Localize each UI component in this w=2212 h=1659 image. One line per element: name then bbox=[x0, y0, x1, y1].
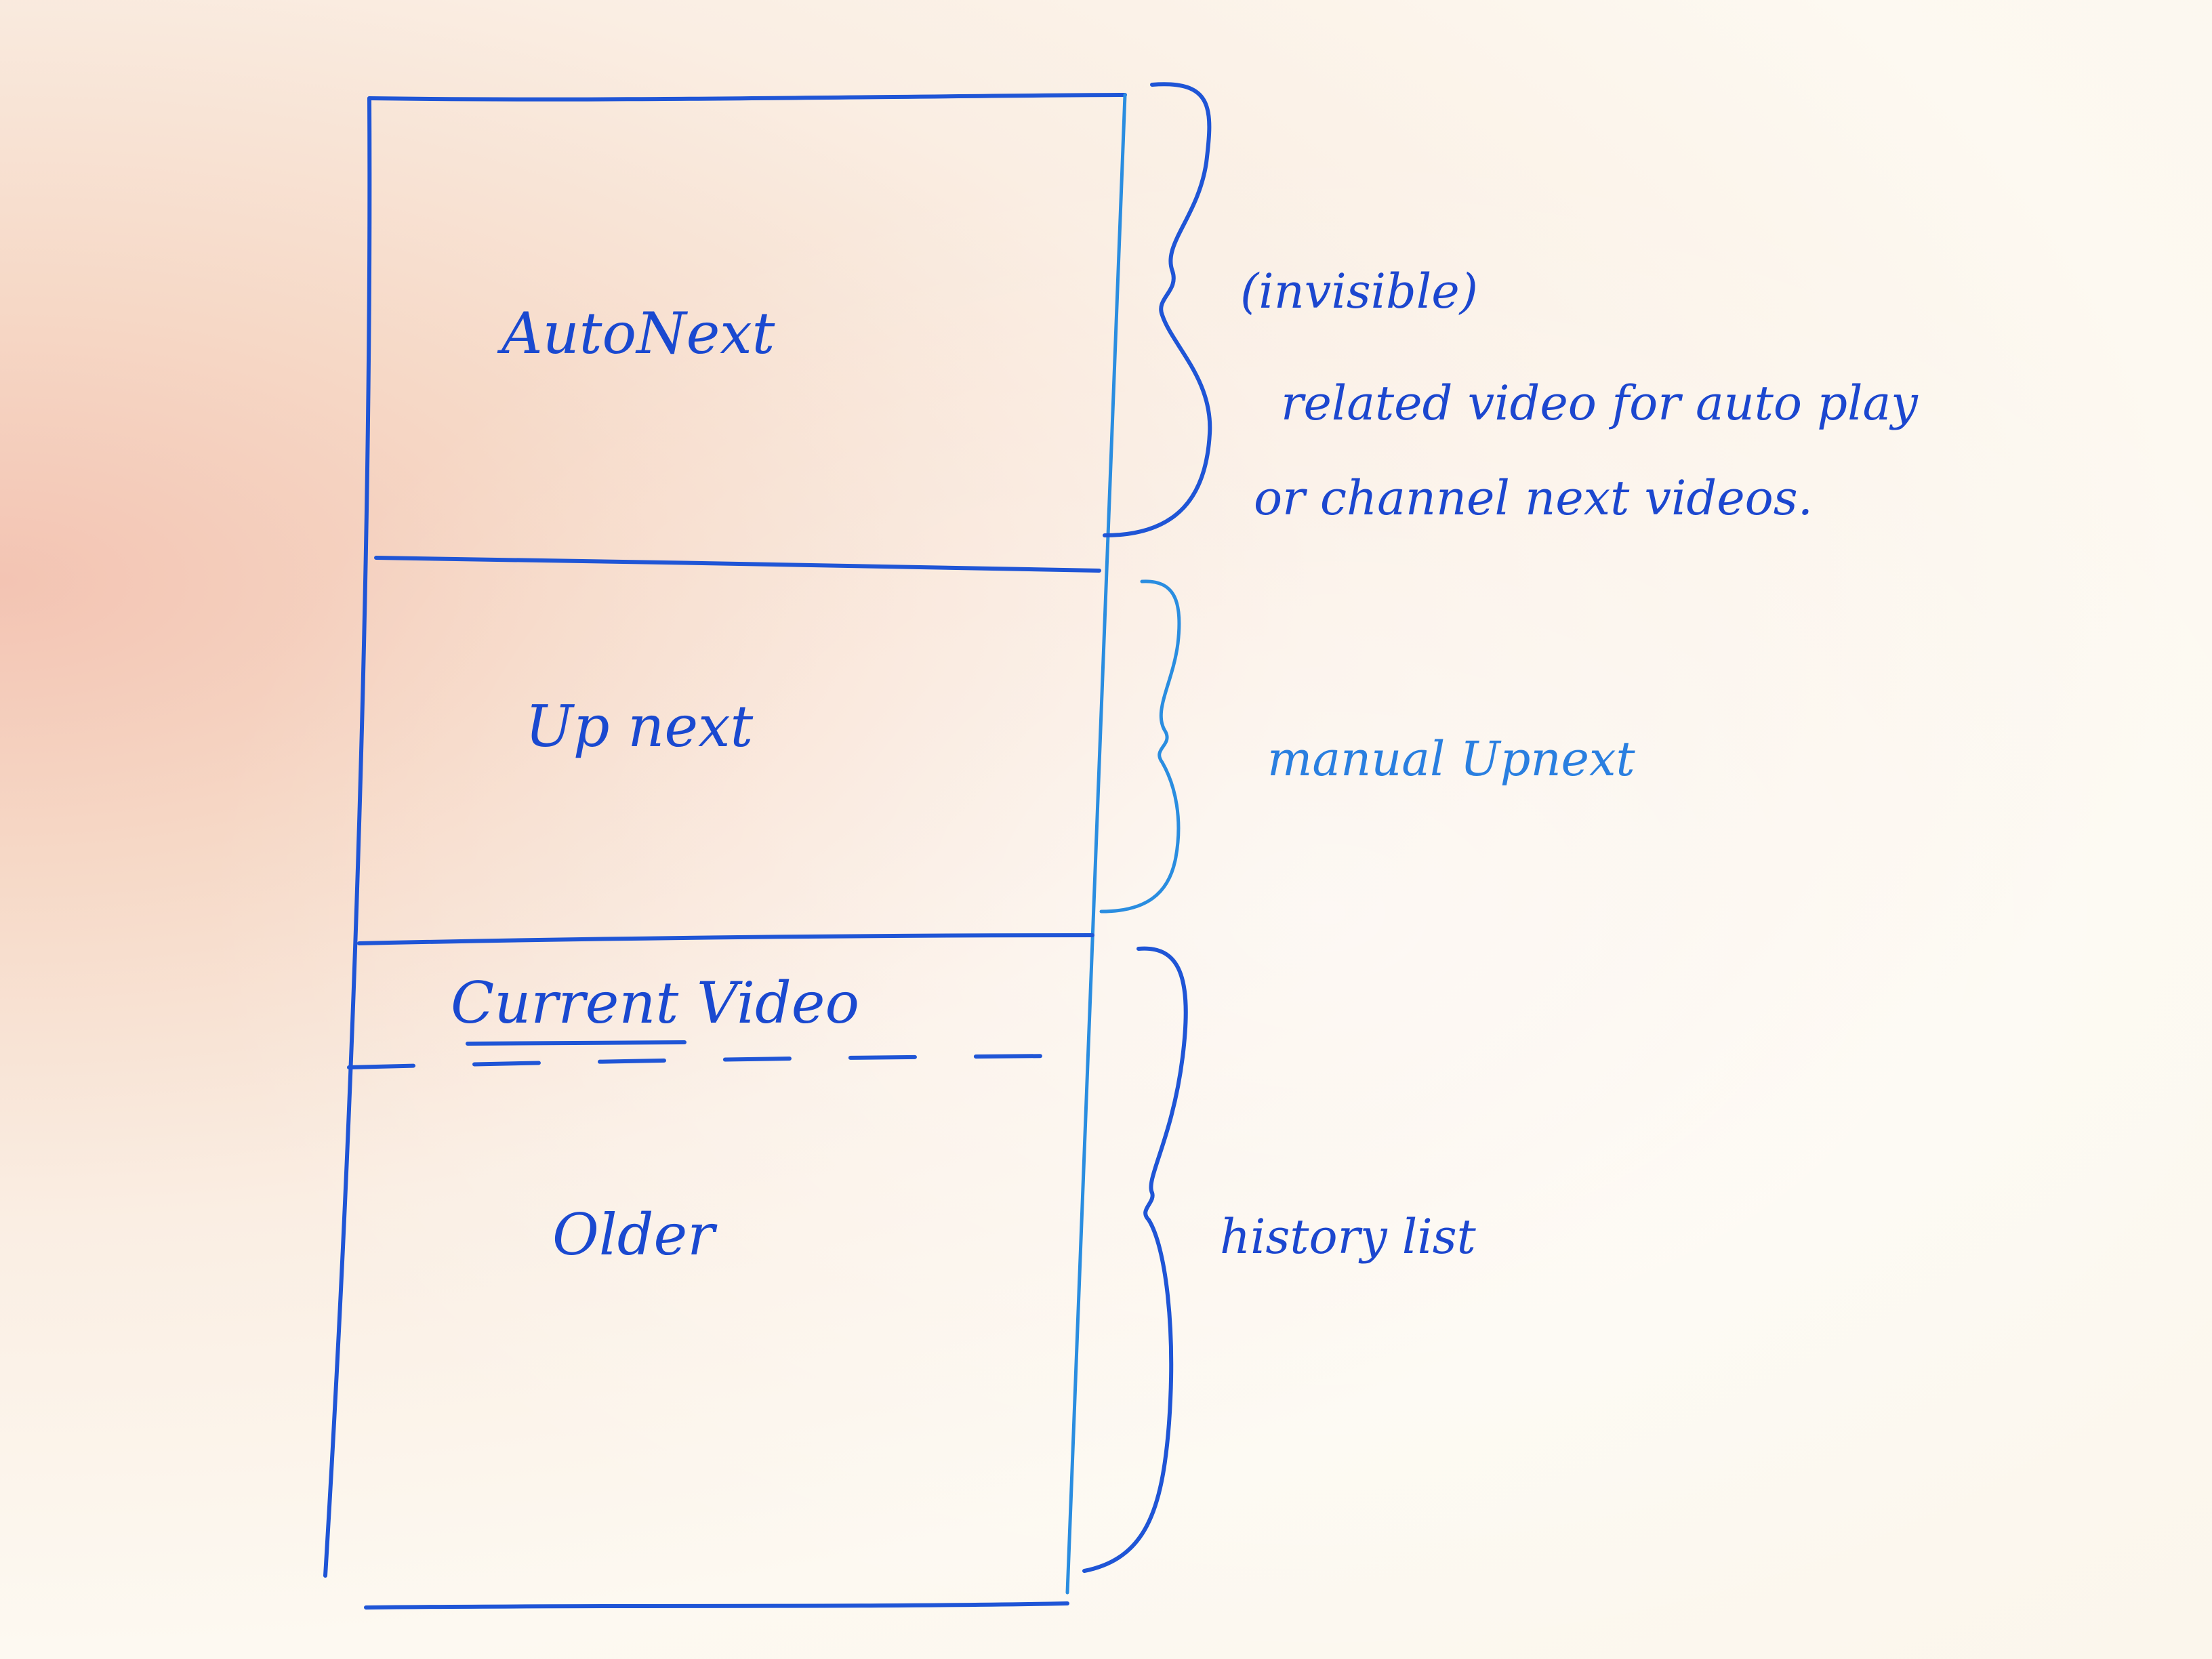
upnext-label: Up next bbox=[525, 693, 754, 760]
upnext-note: manual Upnext bbox=[1267, 731, 1635, 787]
column-top-edge bbox=[367, 93, 1127, 102]
autonext-label: AutoNext bbox=[501, 300, 775, 367]
older-label: Older bbox=[552, 1202, 715, 1268]
history-brace bbox=[1082, 946, 1188, 1573]
upnext-brace bbox=[1099, 579, 1181, 914]
autonext-note-invisible: (invisible) bbox=[1240, 264, 1478, 319]
autonext-note-channel: or channel next videos. bbox=[1254, 470, 1813, 526]
current-video-dashed-line bbox=[347, 1054, 1066, 1069]
autonext-note-related: related video for auto play bbox=[1281, 375, 1918, 431]
column-bottom-edge bbox=[364, 1601, 1069, 1610]
current-video-label: Current Video bbox=[451, 970, 860, 1036]
history-note: history list bbox=[1220, 1209, 1476, 1265]
column-right-edge bbox=[1065, 93, 1127, 1595]
divider-autonext-upnext bbox=[374, 556, 1101, 573]
current-video-underline bbox=[466, 1040, 687, 1046]
autonext-brace bbox=[1103, 82, 1212, 537]
divider-upnext-current bbox=[357, 933, 1094, 945]
column-left-edge bbox=[323, 96, 372, 1578]
